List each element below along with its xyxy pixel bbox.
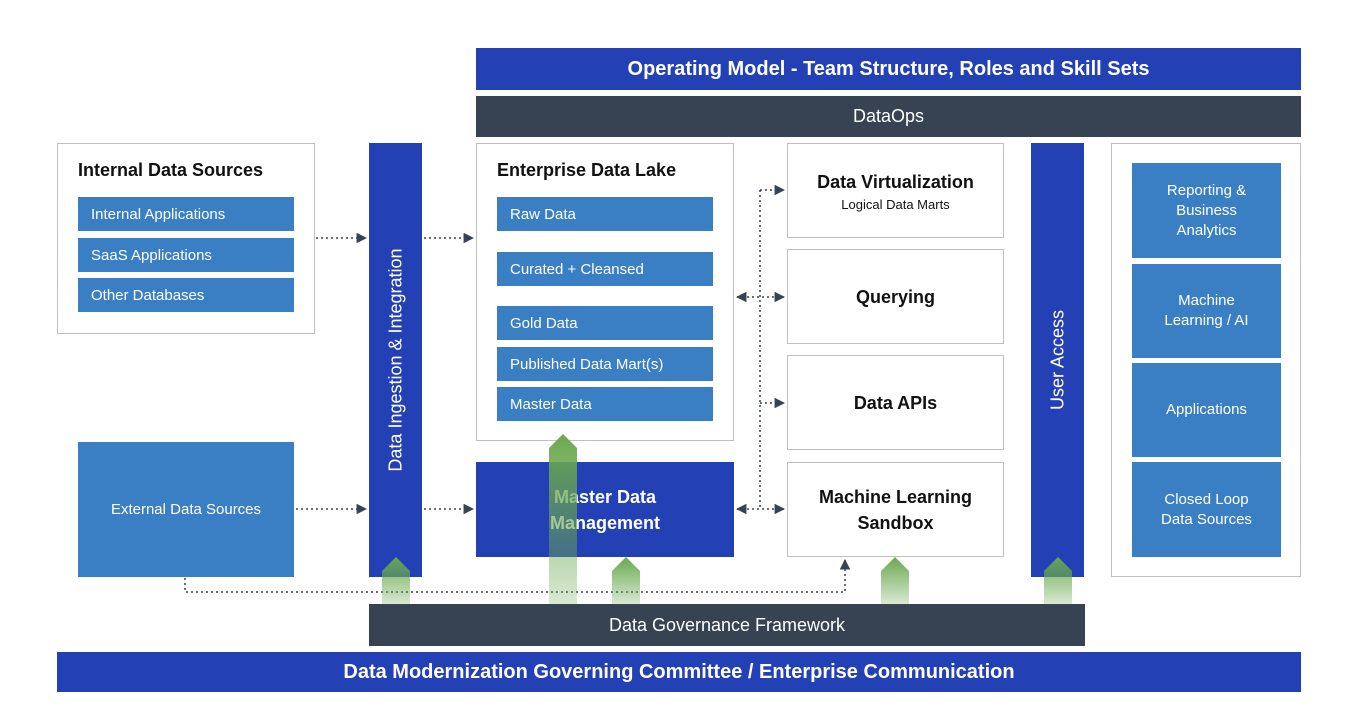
output-line: Closed Loop [1164, 490, 1249, 508]
connector-external-loop [184, 558, 851, 593]
user-access-bar [1031, 143, 1084, 577]
operating-model-banner: Operating Model - Team Structure, Roles … [476, 48, 1301, 90]
up-arrow-mdm [612, 557, 640, 604]
output-line: Machine [1178, 292, 1235, 309]
up-arrow-ingestion [382, 557, 410, 604]
raw-data-item: Raw Data [497, 197, 713, 231]
output-line: Reporting & [1166, 181, 1247, 199]
dataops-bar: DataOps [476, 96, 1301, 137]
item-label: Gold Data [510, 314, 578, 332]
internal-data-sources-title: Internal Data Sources [78, 160, 264, 180]
dataops-label: DataOps [852, 106, 925, 126]
data-virtualization-subtitle: Logical Data Marts [841, 197, 950, 212]
governing-committee-label: Data Modernization Governing Committee /… [343, 660, 1015, 683]
up-arrow-sandbox [881, 557, 909, 604]
item-label: Master Data [510, 395, 592, 413]
external-data-sources-box: External Data Sources [78, 442, 294, 577]
master-data-item: Master Data [497, 387, 713, 421]
external-data-sources-label: External Data Sources [110, 501, 262, 518]
operating-model-label: Operating Model - Team Structure, Roles … [627, 57, 1150, 80]
output-line: Learning / AI [1164, 312, 1249, 329]
up-arrow-lake [549, 434, 577, 604]
saas-applications-item: SaaS Applications [78, 238, 294, 272]
mdm-label-line-1: Master Data [553, 486, 657, 507]
master-data-management-box: Master Data Management [476, 462, 734, 557]
data-governance-bar: Data Governance Framework [369, 604, 1085, 646]
mdm-label-line-2: Management [549, 512, 661, 533]
data-apis-box: Data APIs [787, 355, 1004, 450]
applications-item: Applications [1132, 363, 1281, 457]
internal-applications-item: Internal Applications [78, 197, 294, 231]
output-line: Business [1176, 201, 1237, 219]
data-ingestion-bar [369, 143, 422, 577]
ml-sandbox-box: Machine Learning Sandbox [787, 462, 1004, 557]
data-virtualization-title: Data Virtualization [817, 172, 974, 192]
item-label: Published Data Mart(s) [510, 355, 664, 373]
published-data-marts-item: Published Data Mart(s) [497, 347, 713, 381]
item-label: Raw Data [510, 205, 576, 223]
querying-title: Querying [855, 286, 935, 307]
data-virtualization-box: Data Virtualization Logical Data Marts [787, 143, 1004, 238]
gold-data-item: Gold Data [497, 306, 713, 340]
other-databases-item: Other Databases [78, 278, 294, 312]
output-line: Analytics [1176, 221, 1237, 239]
enterprise-data-lake-title: Enterprise Data Lake [497, 160, 677, 180]
output-line: Data Sources [1161, 510, 1252, 528]
up-arrow-user-access [1044, 557, 1072, 604]
querying-box: Querying [787, 249, 1004, 344]
machine-learning-ai-item: Machine Learning / AI [1132, 264, 1281, 358]
item-label: Curated + Cleansed [510, 260, 644, 278]
closed-loop-data-sources-item: Closed Loop Data Sources [1132, 462, 1281, 557]
data-apis-title: Data APIs [853, 392, 938, 413]
ml-sandbox-title-line-1: Machine Learning [818, 486, 973, 507]
curated-cleansed-item: Curated + Cleansed [497, 252, 713, 286]
ml-sandbox-title-line-2: Sandbox [857, 512, 934, 533]
governing-committee-banner: Data Modernization Governing Committee /… [57, 652, 1301, 692]
item-label: Internal Applications [91, 205, 226, 223]
data-governance-label: Data Governance Framework [608, 614, 846, 635]
item-label: SaaS Applications [91, 246, 212, 264]
item-label: Other Databases [91, 286, 205, 304]
output-line: Applications [1166, 401, 1247, 418]
reporting-analytics-item: Reporting & Business Analytics [1132, 163, 1281, 258]
